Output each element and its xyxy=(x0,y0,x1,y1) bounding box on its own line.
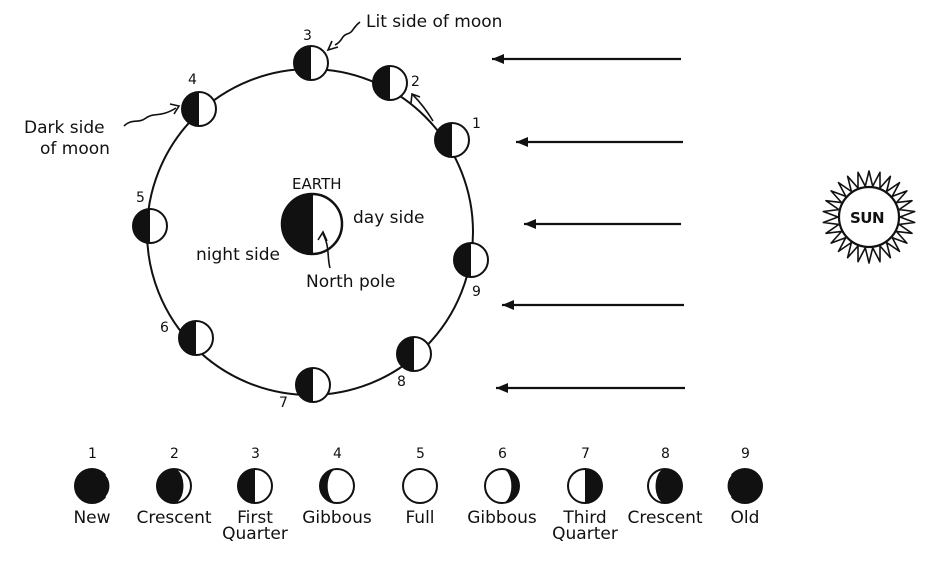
phase-moon-icon xyxy=(484,468,520,504)
phase-number: 5 xyxy=(416,446,425,462)
phase-name: First xyxy=(237,508,273,528)
phase-number: 2 xyxy=(170,446,179,462)
orbit-moon-1 xyxy=(434,122,470,158)
phase-number: 1 xyxy=(88,446,97,462)
dark-side-label-2: of moon xyxy=(40,139,110,159)
orbit-moon-3 xyxy=(293,45,329,81)
lit-side-arrow xyxy=(334,21,361,46)
orbit-moon-6 xyxy=(178,320,214,356)
dark-side-arrow xyxy=(123,107,177,127)
phase-moon-icon xyxy=(402,468,438,504)
phase-moon-icon xyxy=(156,468,192,504)
phase-name: Crescent xyxy=(136,508,211,528)
sun-label: SUN xyxy=(850,209,884,227)
night-side-label: night side xyxy=(196,245,280,265)
orbit-moon-4 xyxy=(181,91,217,127)
orbit-moon-number: 8 xyxy=(397,374,406,390)
phase-name: Gibbous xyxy=(467,508,537,528)
phase-moon-icon xyxy=(74,468,111,504)
sun xyxy=(822,170,916,264)
phase-name: Crescent xyxy=(627,508,702,528)
phase-strip: 1New2Crescent3FirstQuarter4Gibbous5Full6… xyxy=(73,446,763,544)
phase-moon-icon xyxy=(647,468,683,504)
orbit-direction-arrow xyxy=(412,94,434,122)
phase-moon-icon xyxy=(567,468,603,504)
phase-number: 4 xyxy=(333,446,342,462)
orbit-moon-number: 3 xyxy=(303,28,312,44)
phase-number: 9 xyxy=(741,446,750,462)
sunlight-arrow xyxy=(492,54,681,64)
orbit-moon-9 xyxy=(453,242,489,278)
earth-label: EARTH xyxy=(292,175,342,193)
orbit-moon-8 xyxy=(396,336,432,372)
lit-side-label: Lit side of moon xyxy=(366,12,502,32)
phase-number: 7 xyxy=(581,446,590,462)
phase-number: 6 xyxy=(498,446,507,462)
earth xyxy=(280,192,344,256)
orbit-moon-number: 9 xyxy=(472,284,481,300)
phase-number: 3 xyxy=(251,446,260,462)
orbit-moon-5 xyxy=(132,208,168,244)
phase-name: Third xyxy=(562,508,606,528)
day-side-label: day side xyxy=(353,208,425,228)
sunlight-arrow xyxy=(524,219,681,229)
phase-moon-icon xyxy=(726,468,763,504)
phase-name: New xyxy=(73,508,110,528)
phase-name: Gibbous xyxy=(302,508,372,528)
orbit-moon-2 xyxy=(372,65,408,101)
orbit-moon-number: 1 xyxy=(472,116,481,132)
dark-side-label-1: Dark side xyxy=(24,118,105,138)
orbit-moon-number: 6 xyxy=(160,320,169,336)
orbit-moon-number: 4 xyxy=(188,72,197,88)
orbit-moon-7 xyxy=(295,367,331,403)
phase-name: Old xyxy=(731,508,760,528)
orbit-moon-number: 5 xyxy=(136,190,145,206)
phase-name-line2: Quarter xyxy=(552,524,618,544)
orbit-moons: 1 2 3 4 5 6 7 8 9 xyxy=(132,28,489,411)
orbit-moon-number: 2 xyxy=(411,74,420,90)
sunlight-arrow xyxy=(496,383,685,393)
phase-name: Full xyxy=(405,508,434,528)
phase-moon-icon xyxy=(237,468,273,504)
orbit-moon-number: 7 xyxy=(279,395,288,411)
phase-name-line2: Quarter xyxy=(222,524,288,544)
sunlight-arrow xyxy=(516,137,683,147)
north-pole-label: North pole xyxy=(306,272,395,292)
sunlight-arrows xyxy=(492,54,685,393)
phase-number: 8 xyxy=(661,446,670,462)
sunlight-arrow xyxy=(502,300,684,310)
phase-moon-icon xyxy=(319,468,355,504)
